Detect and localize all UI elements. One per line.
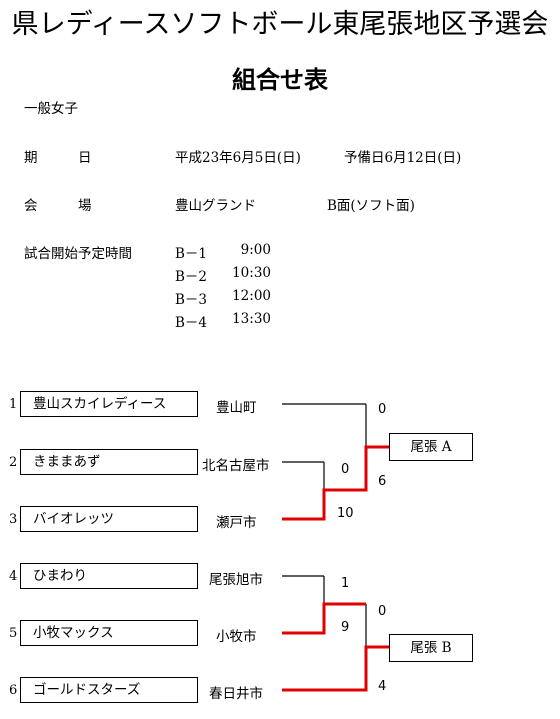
venue-value: 豊山グランド	[175, 198, 256, 214]
score-b-first-bottom: 9	[341, 620, 350, 635]
team-seed: 2	[9, 455, 18, 470]
team-city: 北名古屋市	[202, 458, 270, 474]
schedule-court: B－1	[175, 246, 208, 262]
category-label: 一般女子	[24, 101, 78, 117]
team-name-box: きままあず	[20, 449, 198, 475]
schedule-time: 13:30	[232, 311, 271, 327]
team-city: 瀬戸市	[216, 515, 257, 531]
score-b-first-top: 1	[341, 576, 350, 591]
score-a-first-bottom: 10	[337, 506, 354, 521]
team-name-box: 小牧マックス	[20, 620, 198, 646]
team-seed: 1	[9, 397, 18, 412]
winner-path-b-final	[282, 645, 389, 692]
page-subtitle: 組合せ表	[232, 66, 328, 94]
team-name-box: ひまわり	[20, 563, 198, 589]
schedule-time: 12:00	[232, 288, 271, 304]
score-a-first-top: 0	[341, 462, 350, 477]
winner-path-a	[282, 445, 389, 521]
score-b-final-top: 0	[378, 604, 387, 619]
team-seed: 4	[9, 569, 18, 584]
schedule-court: B－3	[175, 292, 208, 308]
team-city: 小牧市	[216, 629, 257, 645]
team-seed: 5	[9, 626, 18, 641]
winner-box-b: 尾張 B	[389, 634, 473, 662]
date-label: 期 日	[24, 150, 92, 166]
team-city: 春日井市	[209, 686, 263, 702]
schedule-time: 10:30	[232, 265, 271, 281]
page-title: 県レディースソフトボール東尾張地区予選会	[11, 9, 549, 40]
team-name-box: ゴールドスターズ	[20, 677, 198, 703]
team-seed: 3	[9, 512, 18, 527]
schedule-time: 9:00	[240, 242, 271, 258]
venue-label: 会 場	[24, 198, 92, 214]
winner-path-b-first	[282, 602, 366, 635]
schedule-court: B－4	[175, 315, 208, 331]
team-name-box: バイオレッツ	[20, 506, 198, 532]
team-name-box: 豊山スカイレディース	[20, 391, 198, 417]
team-city: 尾張旭市	[209, 572, 263, 588]
field-value: B面(ソフト面)	[327, 198, 415, 214]
reserve-date-value: 予備日6月12日(日)	[344, 150, 462, 166]
schedule-court: B－2	[175, 269, 208, 285]
date-value: 平成23年6月5日(日)	[175, 150, 301, 166]
score-a-final-top: 0	[378, 402, 387, 417]
score-a-final-bottom: 6	[378, 474, 387, 489]
score-b-final-bottom: 4	[378, 679, 387, 694]
team-city: 豊山町	[216, 400, 257, 416]
winner-box-a: 尾張 A	[389, 433, 473, 461]
team-seed: 6	[9, 683, 18, 698]
schedule-label: 試合開始予定時間	[24, 246, 132, 262]
